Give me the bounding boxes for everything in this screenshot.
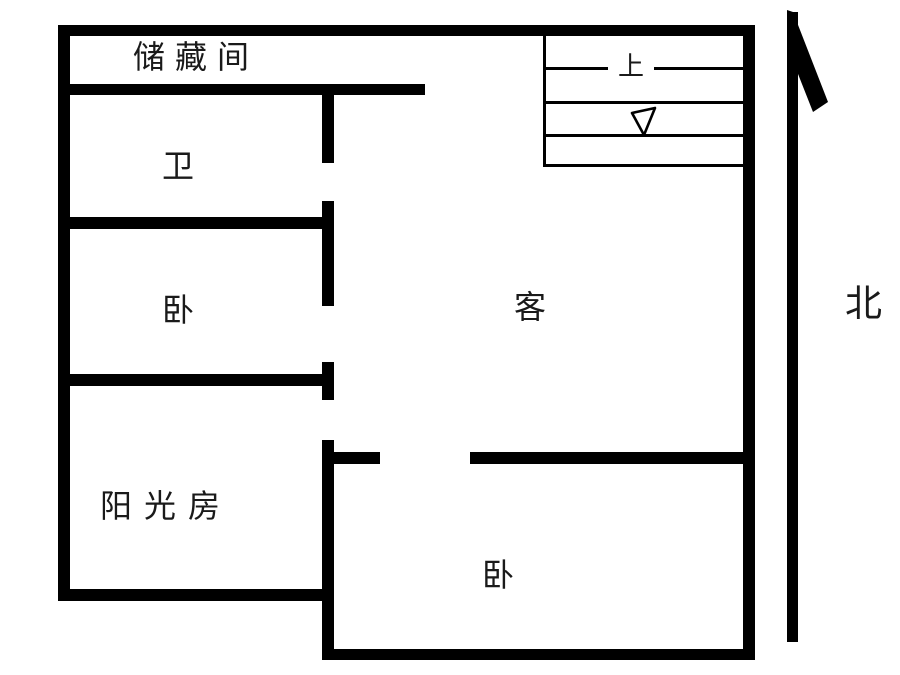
wall-living-bedroom-divider-left bbox=[322, 452, 380, 464]
wall-bath-bedroom-divider bbox=[58, 217, 334, 229]
wall-central-segment-1 bbox=[322, 84, 334, 163]
wall-living-bedroom-divider-right bbox=[470, 452, 755, 464]
room-label-bedroom-left: 卧 bbox=[162, 292, 195, 328]
staircase-bottom-edge bbox=[543, 164, 743, 167]
room-label-bedroom-bottom: 卧 bbox=[482, 557, 515, 593]
wall-sunroom-bottom bbox=[58, 589, 334, 601]
room-label-bathroom: 卫 bbox=[162, 148, 195, 184]
north-label: 北 bbox=[845, 284, 882, 325]
stairs-up-label: 上 bbox=[608, 54, 655, 80]
room-label-living: 客 bbox=[514, 289, 547, 325]
stairs-down-triangle-icon bbox=[630, 106, 657, 137]
wall-central-segment-2 bbox=[322, 201, 334, 306]
wall-outer-left bbox=[58, 25, 70, 601]
wall-central-segment-4 bbox=[322, 440, 334, 660]
room-label-storage: 储藏间 bbox=[133, 39, 260, 75]
wall-bedroom-bottom bbox=[322, 649, 755, 660]
wall-storage-bottom bbox=[58, 84, 425, 95]
wall-central-segment-3 bbox=[322, 362, 334, 400]
staircase-step-line bbox=[543, 101, 743, 104]
north-arrow-head-icon bbox=[787, 10, 828, 112]
wall-outer-right bbox=[743, 25, 755, 660]
north-arrow-shaft bbox=[787, 12, 798, 642]
wall-outer-top bbox=[58, 25, 755, 36]
room-label-sunroom: 阳光房 bbox=[100, 488, 233, 524]
wall-bedroom-sunroom-divider bbox=[58, 374, 334, 386]
